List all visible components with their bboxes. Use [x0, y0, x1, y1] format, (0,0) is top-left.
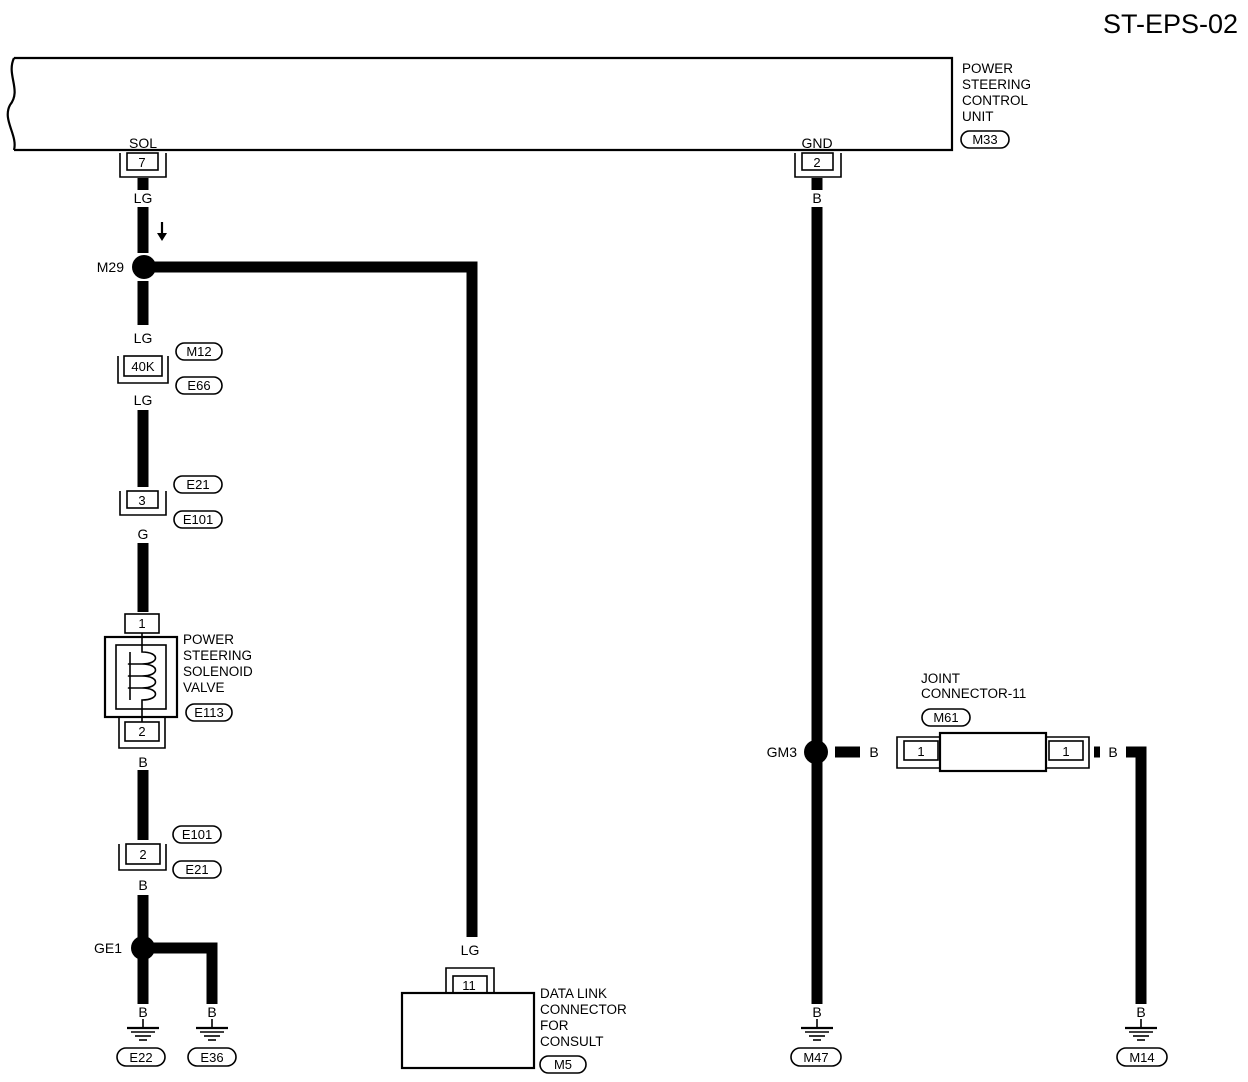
- connector-40k-pin: 40K: [131, 359, 154, 374]
- wire-b-from-joint: B: [1108, 744, 1117, 760]
- data-link-label: DATA LINK CONNECTOR FOR CONSULT M5: [539, 986, 627, 1074]
- data-link-name-line-2: CONNECTOR: [540, 1002, 627, 1017]
- wire-lg-2: LG: [134, 330, 153, 346]
- control-unit-code: M33: [972, 132, 997, 147]
- right-wires: [811, 178, 1147, 1005]
- tag-e22: [116, 1047, 166, 1067]
- code-e21-top: E21: [186, 477, 209, 492]
- junction-m29-label: M29: [97, 259, 124, 275]
- solenoid-name-line-3: SOLENOID: [183, 664, 253, 679]
- control-unit-name-line-1: POWER: [962, 61, 1013, 76]
- control-unit-box: [6, 56, 954, 152]
- sol-label: SOL: [129, 135, 157, 151]
- gnd-label: GND: [801, 135, 832, 151]
- code-e113: E113: [194, 705, 223, 720]
- code-m5: M5: [554, 1057, 572, 1072]
- connector-40k: 40K: [117, 355, 169, 384]
- joint-connector-label: JOINT CONNECTOR-11 M61: [921, 671, 1026, 727]
- wire-lg-data-link: LG: [461, 942, 480, 958]
- tag-e36: [187, 1047, 237, 1067]
- wire-b-ground-m14: B: [1136, 1004, 1145, 1020]
- junction-ge1-label: GE1: [94, 940, 122, 956]
- joint-name-line-2: CONNECTOR-11: [921, 686, 1026, 701]
- gnd-connector: 2: [794, 152, 842, 178]
- solenoid-label: POWER STEERING SOLENOID VALVE E113: [183, 632, 253, 722]
- joint-name-line-1: JOINT: [921, 671, 960, 686]
- control-unit-name-line-3: CONTROL: [962, 93, 1028, 108]
- wire-b-ground-e22: B: [138, 1004, 147, 1020]
- data-link-name-line-3: FOR: [540, 1018, 569, 1033]
- sol-pin: 7: [138, 155, 145, 170]
- wire-lg-3: LG: [134, 392, 153, 408]
- tag-e21-bottom: [172, 860, 222, 879]
- solenoid-pin-top: 1: [138, 616, 145, 631]
- data-link-name-line-1: DATA LINK: [540, 986, 607, 1001]
- wire-b-to-joint: B: [869, 744, 878, 760]
- wire-b-1: B: [138, 754, 147, 770]
- control-unit-name-line-4: UNIT: [962, 109, 994, 124]
- tag-e66: [175, 376, 223, 395]
- data-link-connector: 11: [400, 967, 536, 1070]
- connector-2-pin: 2: [139, 847, 146, 862]
- tag-m61: [921, 708, 971, 727]
- data-link-name-line-4: CONSULT: [540, 1034, 604, 1049]
- solenoid-name-line-4: VALVE: [183, 680, 225, 695]
- tag-e101-bottom: [172, 825, 222, 844]
- code-e36: E36: [200, 1050, 223, 1065]
- code-e22: E22: [129, 1050, 152, 1065]
- tag-m5: [539, 1055, 587, 1074]
- control-unit-label: POWER STEERING CONTROL UNIT M33: [960, 61, 1031, 149]
- diagram-title: ST-EPS-02: [1103, 9, 1238, 39]
- junction-m29: [132, 255, 156, 279]
- code-m14: M14: [1129, 1050, 1154, 1065]
- wire-b-2: B: [138, 877, 147, 893]
- wire-b-ground-e36: B: [207, 1004, 216, 1020]
- code-m47: M47: [803, 1050, 828, 1065]
- solenoid-name-line-1: POWER: [183, 632, 234, 647]
- code-e66: E66: [187, 378, 210, 393]
- junction-gm3-label: GM3: [767, 744, 798, 760]
- wire-b-ground-m47: B: [812, 1004, 821, 1020]
- ground-icon: [196, 1019, 228, 1041]
- control-unit-name-line-2: STEERING: [962, 77, 1031, 92]
- wire-g: G: [138, 526, 149, 542]
- control-unit-code-tag: [960, 130, 1010, 149]
- code-m12: M12: [186, 344, 211, 359]
- ground-icon: [1125, 1019, 1157, 1041]
- code-e101-top: E101: [183, 512, 213, 527]
- connector-3: 3: [119, 490, 167, 516]
- ground-icon: [801, 1019, 833, 1041]
- gnd-pin: 2: [813, 155, 820, 170]
- tag-m12: [175, 342, 223, 361]
- coil-icon: [127, 645, 157, 709]
- sol-connector: 7: [119, 152, 167, 178]
- code-e101-bottom: E101: [182, 827, 212, 842]
- solenoid-valve: 1 2: [103, 613, 179, 749]
- wire-lg-top: LG: [134, 190, 153, 206]
- joint-connector: 1 1: [896, 731, 1090, 773]
- ground-icon: [127, 1019, 159, 1041]
- tag-e21-top: [173, 475, 223, 494]
- junction-gm3: [804, 740, 828, 764]
- junction-ge1: [131, 936, 155, 960]
- tag-m14: [1116, 1047, 1168, 1067]
- tag-m47: [790, 1047, 842, 1067]
- connector-2: 2: [118, 843, 167, 871]
- wire-b-gnd: B: [812, 190, 821, 206]
- tag-e113: [185, 703, 233, 722]
- connector-3-pin: 3: [138, 493, 145, 508]
- joint-pin-right: 1: [1062, 744, 1069, 759]
- left-wires: [137, 178, 478, 1005]
- data-link-pin: 11: [462, 978, 476, 993]
- solenoid-name-line-2: STEERING: [183, 648, 252, 663]
- code-e21-bottom: E21: [185, 862, 208, 877]
- joint-pin-left: 1: [917, 744, 924, 759]
- code-m61: M61: [933, 710, 958, 725]
- solenoid-pin-bottom: 2: [138, 724, 145, 739]
- signal-direction-arrow: [157, 222, 167, 241]
- tag-e101-top: [173, 510, 223, 529]
